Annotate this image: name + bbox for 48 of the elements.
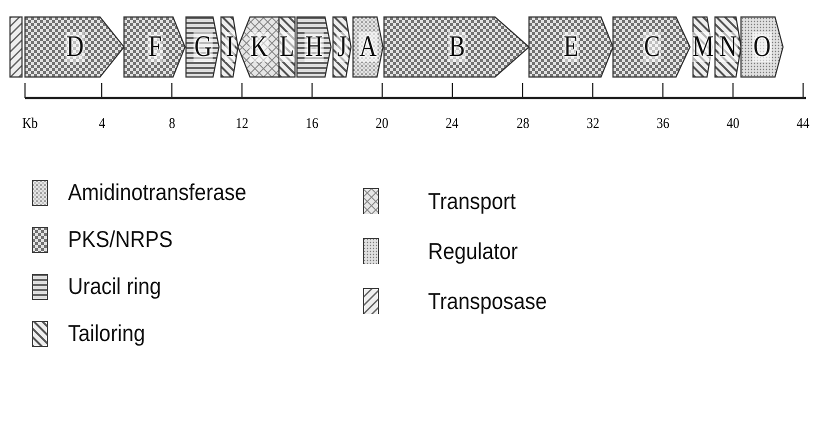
gene-segment [529, 17, 613, 77]
axis-tick-label: 36 [656, 116, 670, 133]
gene-label: F [147, 32, 162, 62]
axis-tick-label: 16 [306, 116, 318, 133]
gene-block [10, 17, 22, 77]
axis-tick-label: 24 [446, 116, 459, 133]
gene-label: A [358, 32, 378, 62]
gene-label: I [224, 32, 234, 62]
gene-label: C [642, 32, 660, 62]
axis-tick-label: 28 [516, 116, 529, 133]
axis-tick-label: 12 [236, 116, 248, 133]
axis-tick-label: 40 [726, 116, 740, 133]
axis-tick-label: 32 [586, 116, 600, 133]
legend-label: Tailoring [68, 322, 146, 345]
gene-segment [333, 17, 351, 77]
gene-segment [124, 17, 185, 77]
legend-label: Uracil ring [68, 275, 162, 298]
gene-label: J [336, 32, 348, 62]
gene-label: H [304, 32, 324, 62]
gene-label: O [752, 32, 772, 62]
axis-unit: Kb [22, 116, 38, 133]
legend-label: Transport [428, 190, 516, 213]
legend-label: Transposase [428, 290, 547, 313]
gene-segment [353, 17, 383, 77]
gene-label: B [448, 32, 466, 62]
gene-segment [613, 17, 690, 77]
gene-label: D [65, 32, 84, 62]
legend-label: PKS/NRPS [68, 228, 173, 251]
legend-label: Regulator [428, 240, 518, 263]
gene-segment [221, 17, 238, 77]
gene-label: M [691, 32, 714, 62]
gene-segment [693, 17, 712, 77]
gene-label: E [562, 32, 580, 62]
gene-segment [186, 17, 219, 77]
axis-tick-label: 8 [168, 116, 175, 133]
gene-segment [384, 17, 529, 77]
gene-segment [279, 17, 295, 77]
legend-label: Amidinotransferase [68, 181, 246, 204]
gene-label: G [193, 32, 212, 62]
gene-label: K [249, 32, 268, 62]
gene-label: N [718, 32, 738, 62]
axis-tick-label: 44 [796, 116, 810, 133]
gene-segment [715, 17, 741, 77]
gene-label: L [278, 32, 296, 62]
gene-segment [25, 17, 124, 77]
axis-tick-label: 20 [376, 116, 389, 133]
axis-tick-label: 4 [98, 116, 105, 133]
gene-segment [297, 17, 331, 77]
